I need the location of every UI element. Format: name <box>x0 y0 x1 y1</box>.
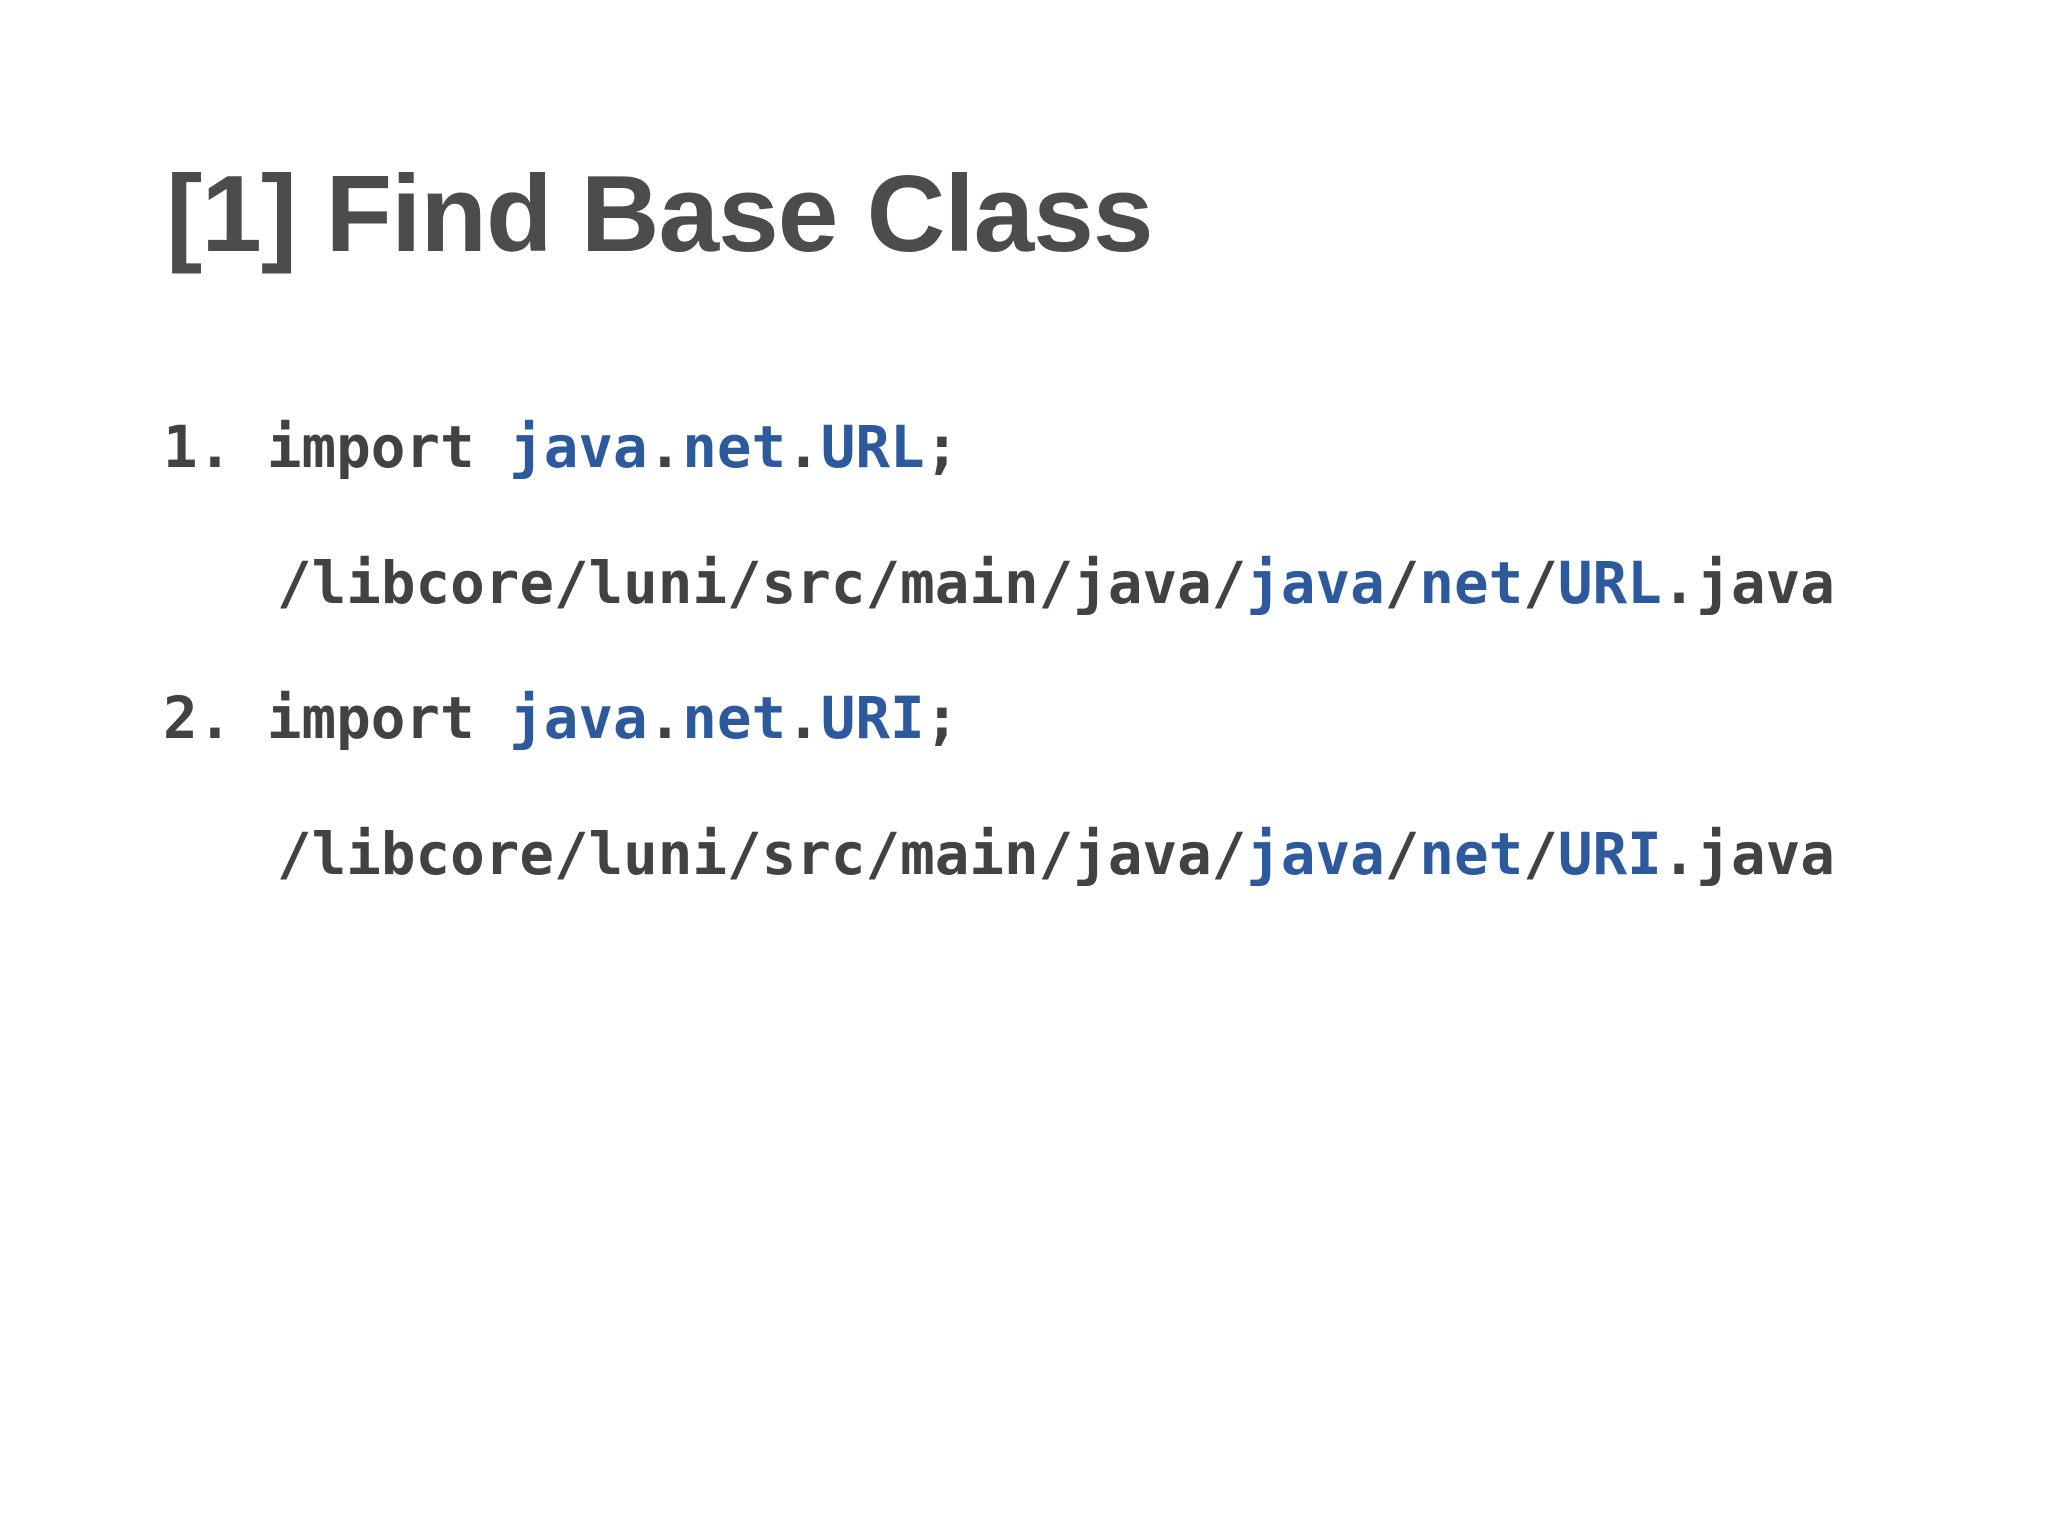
code-segment: net <box>682 685 787 752</box>
slide-title: [1] Find Base Class <box>166 153 1154 275</box>
code-segment: ; <box>924 414 960 481</box>
code-segment: /libcore/luni/src/main/java/ <box>277 821 1247 888</box>
code-line-path-url: /libcore/luni/src/main/java/java/net/URL… <box>277 549 1835 618</box>
code-line-path-uri: /libcore/luni/src/main/java/java/net/URI… <box>277 820 1835 889</box>
code-line-import-url: 1. import java.net.URL; <box>163 413 959 482</box>
code-segment: ; <box>924 685 960 752</box>
code-segment: java <box>509 414 648 481</box>
code-segment: /libcore/luni/src/main/java/ <box>277 550 1247 617</box>
code-segment: . <box>647 414 683 481</box>
code-segment: / <box>1523 821 1558 888</box>
code-segment: .java <box>1661 821 1835 888</box>
code-segment: . <box>786 685 821 752</box>
code-segment: java <box>1246 821 1385 888</box>
code-segment: java <box>1246 550 1385 617</box>
code-segment: 1. import <box>163 414 510 481</box>
code-segment: java <box>509 685 648 752</box>
code-segment: net <box>1419 821 1524 888</box>
code-segment: .java <box>1661 550 1835 617</box>
code-line-import-uri: 2. import java.net.URI; <box>163 684 959 753</box>
code-segment: URL <box>820 414 925 481</box>
code-segment: URL <box>1557 550 1662 617</box>
code-segment: / <box>1523 550 1558 617</box>
code-segment: net <box>1419 550 1524 617</box>
code-segment: URI <box>820 685 925 752</box>
code-segment: 2. import <box>163 685 510 752</box>
code-segment: URI <box>1557 821 1662 888</box>
code-segment: / <box>1384 550 1420 617</box>
code-segment: . <box>647 685 683 752</box>
code-segment: net <box>682 414 787 481</box>
code-segment: . <box>786 414 821 481</box>
code-segment: / <box>1384 821 1420 888</box>
